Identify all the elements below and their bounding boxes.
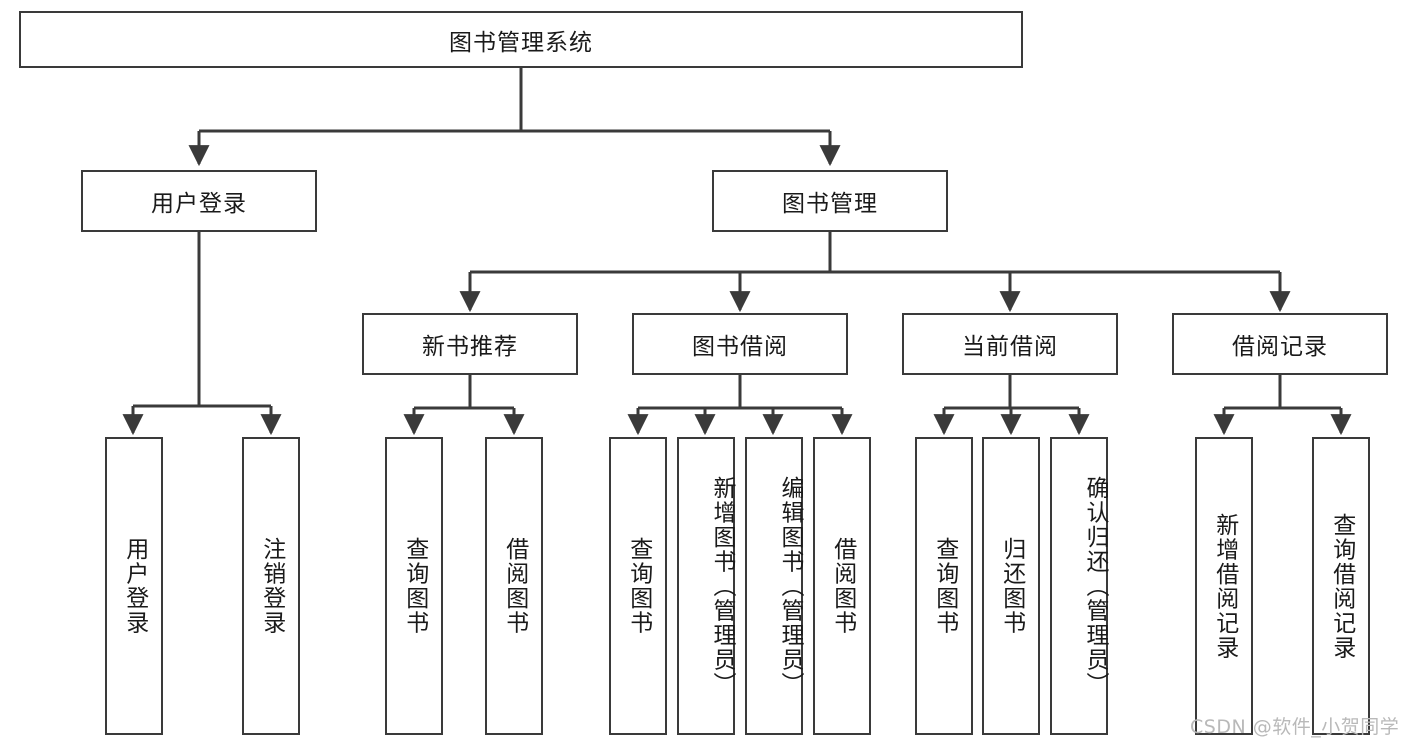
leaf-logout-login[interactable]: 注销登录: [242, 437, 300, 735]
node-new-book-recommend[interactable]: 新书推荐: [362, 313, 578, 375]
leaf-current-return-book[interactable]: 归还图书: [982, 437, 1040, 735]
leaf-borrow-borrow-book[interactable]: 借阅图书: [813, 437, 871, 735]
leaf-recommend-query-book[interactable]: 查询图书: [385, 437, 443, 735]
leaf-borrow-edit-book-admin[interactable]: 编辑图书（管理员）: [745, 437, 803, 735]
node-user-login[interactable]: 用户登录: [81, 170, 317, 232]
leaf-record-query-borrow-record[interactable]: 查询借阅记录: [1312, 437, 1370, 735]
csdn-watermark: CSDN @软件_小贺同学: [1190, 716, 1400, 738]
leaf-record-add-borrow-record[interactable]: 新增借阅记录: [1195, 437, 1253, 735]
node-book-borrow[interactable]: 图书借阅: [632, 313, 848, 375]
leaf-current-confirm-return-admin[interactable]: 确认归还（管理员）: [1050, 437, 1108, 735]
node-book-management[interactable]: 图书管理: [712, 170, 948, 232]
leaf-current-query-book[interactable]: 查询图书: [915, 437, 973, 735]
node-borrow-record[interactable]: 借阅记录: [1172, 313, 1388, 375]
leaf-recommend-borrow-book[interactable]: 借阅图书: [485, 437, 543, 735]
leaf-user-login[interactable]: 用户登录: [105, 437, 163, 735]
leaf-borrow-add-book-admin[interactable]: 新增图书（管理员）: [677, 437, 735, 735]
node-current-borrow[interactable]: 当前借阅: [902, 313, 1118, 375]
leaf-borrow-query-book[interactable]: 查询图书: [609, 437, 667, 735]
node-root-system[interactable]: 图书管理系统: [19, 11, 1023, 68]
